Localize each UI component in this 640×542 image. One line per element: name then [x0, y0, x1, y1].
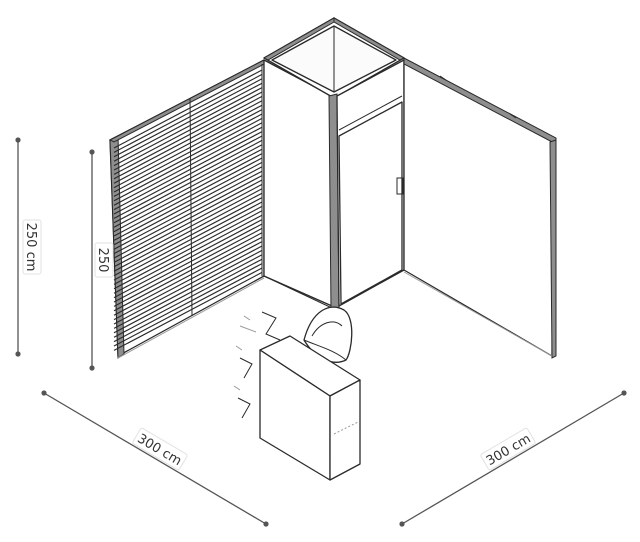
wall-slat	[113, 82, 263, 162]
floor-edges	[117, 271, 553, 359]
wall-slat	[113, 69, 263, 149]
wall-slat	[113, 157, 263, 237]
wall-slat	[113, 153, 263, 233]
wall-slat	[113, 188, 263, 268]
wall-slat	[113, 205, 263, 285]
wall-slat	[113, 148, 263, 228]
wall-slat	[113, 139, 263, 219]
wall-slat	[113, 126, 263, 206]
slatted-wall-left	[108, 59, 270, 359]
wall-slat	[113, 267, 263, 347]
wall-slat	[113, 219, 263, 299]
wall-slat	[113, 179, 263, 259]
wall-slat	[113, 170, 263, 250]
wall-slat	[113, 201, 263, 281]
wall-slat	[113, 100, 263, 180]
wall-slat	[113, 122, 263, 202]
wall-slat	[113, 109, 263, 189]
wall-slat	[113, 175, 263, 255]
wall-slat	[113, 214, 263, 294]
wall-slat	[113, 241, 263, 321]
wall-slat	[113, 254, 263, 334]
height-outer-label: 250 cm	[23, 223, 38, 272]
wall-slat	[113, 258, 263, 338]
wall-slat	[113, 197, 263, 277]
dimension-height-inner: 250	[89, 149, 114, 371]
wall-slat	[113, 135, 263, 215]
wall-slats	[113, 69, 263, 351]
wall-slat	[113, 227, 263, 307]
wall-slat	[113, 91, 263, 171]
wall-slat	[113, 232, 263, 312]
wall-slat	[113, 161, 263, 241]
ceiling-frame	[262, 17, 406, 99]
wall-slat	[113, 249, 263, 329]
wall-slat	[113, 271, 263, 351]
back-wall-left	[263, 59, 333, 309]
wall-slat	[113, 78, 263, 158]
wall-right	[403, 57, 557, 359]
wall-slat	[113, 210, 263, 290]
wall-slat	[113, 263, 263, 343]
dimension-width-right: 300 cm	[399, 390, 627, 527]
door-handle-icon	[396, 177, 404, 195]
wall-slat	[113, 117, 263, 197]
wall-slat	[113, 95, 263, 175]
wall-slat	[113, 245, 263, 325]
dimension-height-outer: 250 cm	[15, 137, 42, 357]
wall-slat	[113, 87, 263, 167]
wall-slat	[113, 144, 263, 224]
wall-slat	[113, 192, 263, 272]
counter-box	[259, 335, 361, 481]
shelf-brackets	[233, 311, 281, 419]
wall-slat	[113, 73, 263, 153]
wall-slat	[113, 183, 263, 263]
wall-slat	[113, 223, 263, 303]
door-panel	[336, 59, 405, 307]
wall-slat	[113, 166, 263, 246]
lounge-chair	[303, 306, 353, 363]
wall-slat	[113, 236, 263, 316]
wall-slat	[113, 131, 263, 211]
height-inner-label: 250	[95, 248, 110, 273]
wall-slat	[113, 104, 263, 184]
dimension-width-left: 300 cm	[41, 390, 269, 527]
wall-slat	[113, 113, 263, 193]
